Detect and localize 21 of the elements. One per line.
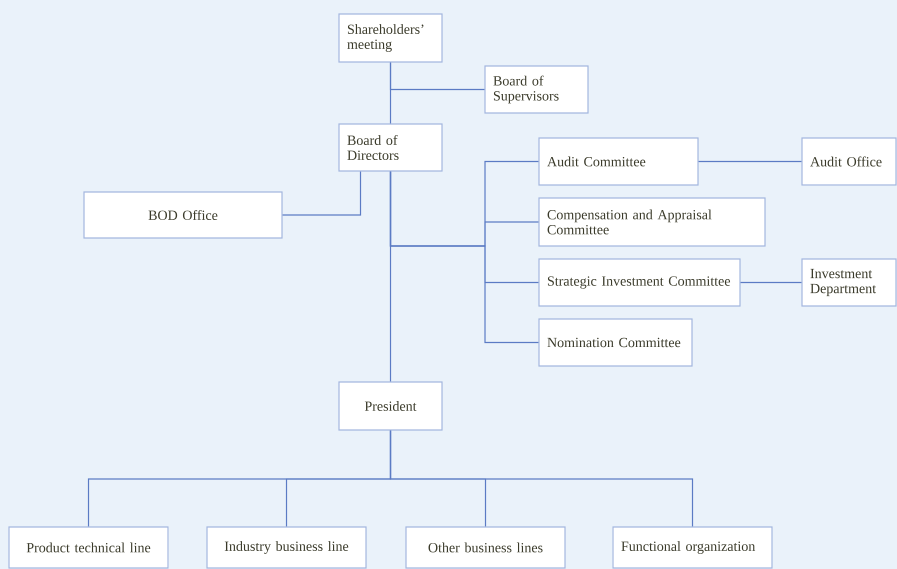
org-box: Shareholders’ meeting: [338, 13, 443, 63]
org-box: Audit Office: [801, 137, 897, 186]
org-box: Investment Department: [801, 258, 897, 307]
org-box: Other business lines: [405, 526, 566, 569]
connector-line: [390, 430, 694, 526]
org-box: BOD Office: [83, 191, 283, 239]
org-box: Compensation and Appraisal Committee: [538, 197, 766, 247]
org-box: Board of Supervisors: [484, 65, 589, 114]
org-box: President: [338, 381, 443, 431]
org-box: Board of Directors: [338, 123, 443, 172]
connector-line: [698, 160, 802, 162]
connector-line: [282, 172, 362, 216]
connector-line: [390, 172, 392, 382]
connector-line: [740, 282, 802, 284]
org-box: Functional organization: [612, 526, 773, 569]
org-box: Product technical line: [8, 526, 169, 569]
connector-line: [390, 62, 392, 124]
org-box: Industry business line: [206, 526, 367, 569]
org-box: Nomination Committee: [538, 318, 693, 367]
org-box: Strategic Investment Committee: [538, 258, 741, 307]
org-box: Audit Committee: [538, 137, 699, 186]
